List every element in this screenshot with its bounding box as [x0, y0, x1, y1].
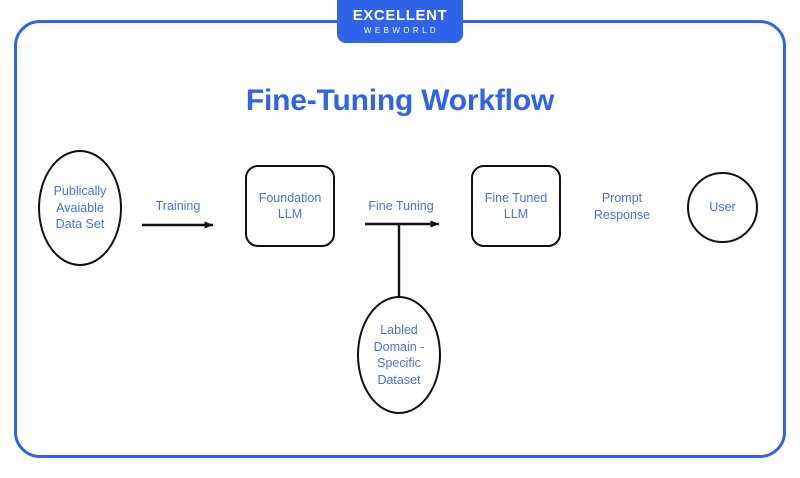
edge-label-training: Training: [155, 199, 201, 213]
node-label: Publically Avaiable Data Set: [53, 184, 107, 232]
node-publically-available-data-set[interactable]: Publically Avaiable Data Set: [38, 150, 122, 266]
node-fine-tuned-llm[interactable]: Fine Tuned LLM: [471, 165, 561, 247]
node-label: Foundation LLM: [258, 190, 322, 222]
brand-logo: EXCELLENT WEBWORLD: [337, 0, 463, 43]
page-title: Fine-Tuning Workflow: [245, 84, 555, 117]
brand-name: EXCELLENT: [352, 7, 448, 24]
node-foundation-llm[interactable]: Foundation LLM: [245, 165, 335, 247]
node-labeled-domain-specific-dataset[interactable]: Labled Domain - Specific Dataset: [357, 296, 441, 414]
node-label: Labled Domain - Specific Dataset: [373, 323, 425, 387]
edge-label-fine-tuning: Fine Tuning: [368, 199, 434, 213]
node-user[interactable]: User: [687, 172, 758, 243]
node-label: User: [709, 200, 736, 215]
node-label: Fine Tuned LLM: [484, 190, 548, 222]
edge-label-prompt-response: Prompt Response: [593, 191, 651, 222]
brand-tagline: WEBWORLD: [363, 26, 440, 35]
